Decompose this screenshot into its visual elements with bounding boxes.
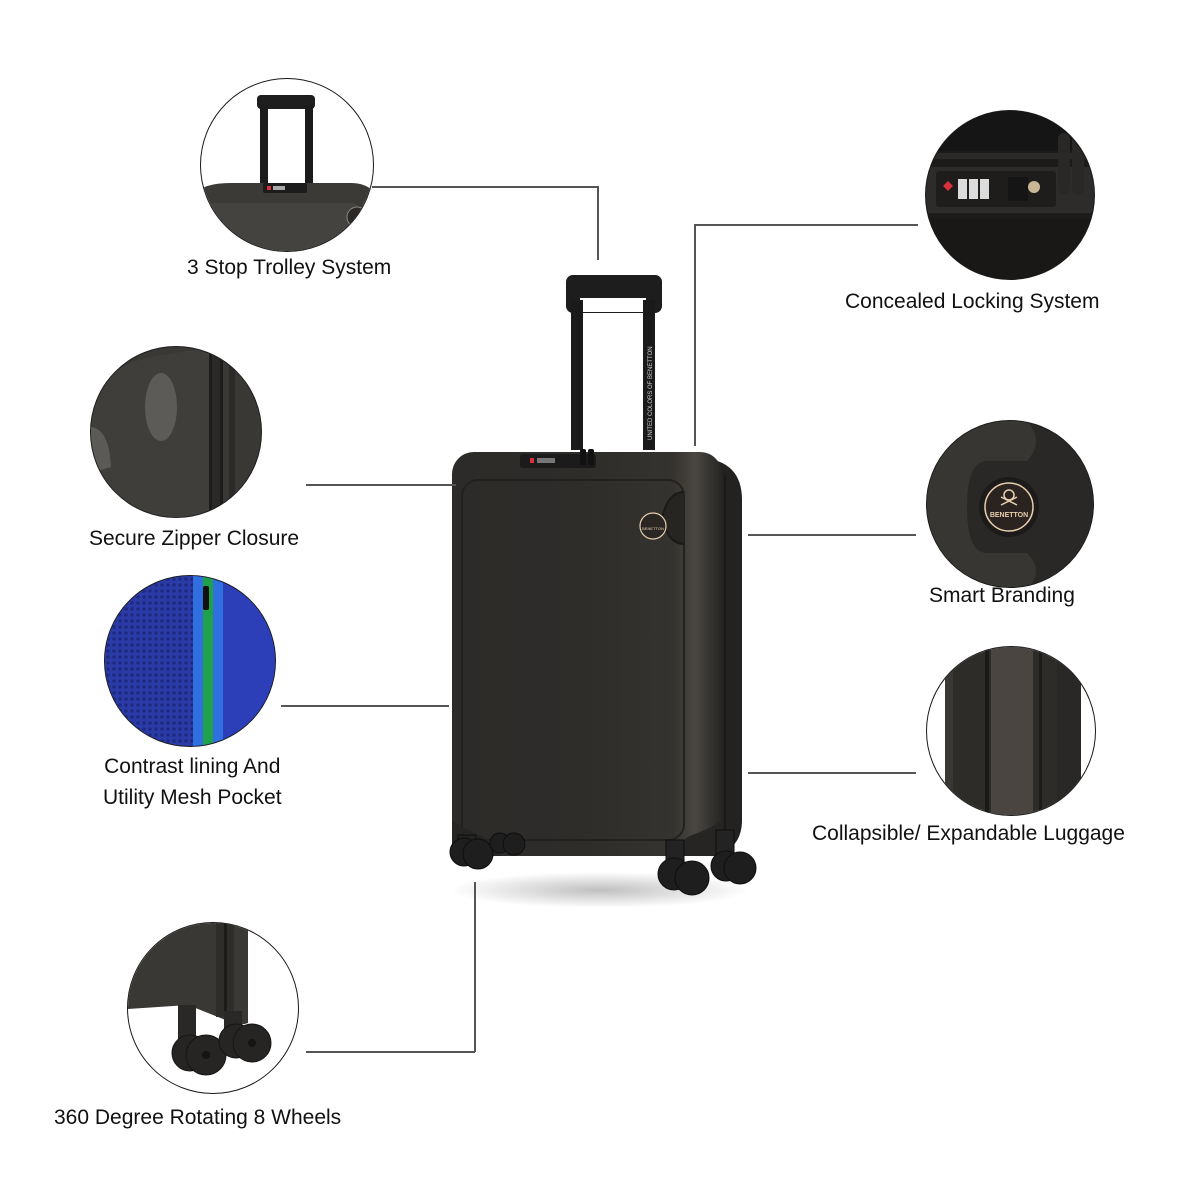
connector-trolley-v xyxy=(597,186,599,260)
connector-expandable xyxy=(748,772,916,774)
callout-expandable-image xyxy=(926,646,1096,816)
label-expandable: Collapsible/ Expandable Luggage xyxy=(812,822,1125,845)
label-lining: Contrast lining And Utility Mesh Pocket xyxy=(103,751,282,813)
callout-branding-image: BENETTON xyxy=(926,420,1094,588)
label-wheels: 360 Degree Rotating 8 Wheels xyxy=(54,1106,342,1129)
connector-wheels-v xyxy=(474,882,476,1052)
label-lock: Concealed Locking System xyxy=(845,290,1100,313)
connector-lock-h xyxy=(694,224,918,226)
brand-badge-text: BENETTON xyxy=(990,512,1028,519)
callout-lock-image xyxy=(925,110,1095,280)
spinner-wheels xyxy=(449,829,757,896)
connector-branding xyxy=(748,534,916,536)
label-zipper: Secure Zipper Closure xyxy=(89,527,300,550)
handle-print: UNITED COLORS OF BENETTON xyxy=(648,346,654,440)
connector-wheels-h xyxy=(306,1051,475,1053)
connector-lining xyxy=(281,705,449,707)
connector-lock-v xyxy=(694,224,696,446)
callout-wheels-image xyxy=(127,922,299,1094)
callout-zipper-image xyxy=(90,346,262,518)
callout-lining-image xyxy=(104,575,276,747)
label-branding: Smart Branding xyxy=(929,584,1075,607)
trolley-handle: UNITED COLORS OF BENETTON xyxy=(566,275,662,450)
callout-trolley-image xyxy=(200,78,374,252)
label-trolley: 3 Stop Trolley System xyxy=(187,256,392,279)
label-lining-line2: Utility Mesh Pocket xyxy=(103,786,282,809)
brand-badge-text: BENETTON xyxy=(642,526,664,531)
suitcase-illustration: UNITED COLORS OF BENETTON BENETTON xyxy=(449,275,757,908)
connector-zipper xyxy=(306,484,456,486)
brand-badge xyxy=(639,512,667,540)
label-lining-line1: Contrast lining And xyxy=(104,755,281,778)
connector-trolley-h xyxy=(372,186,598,188)
